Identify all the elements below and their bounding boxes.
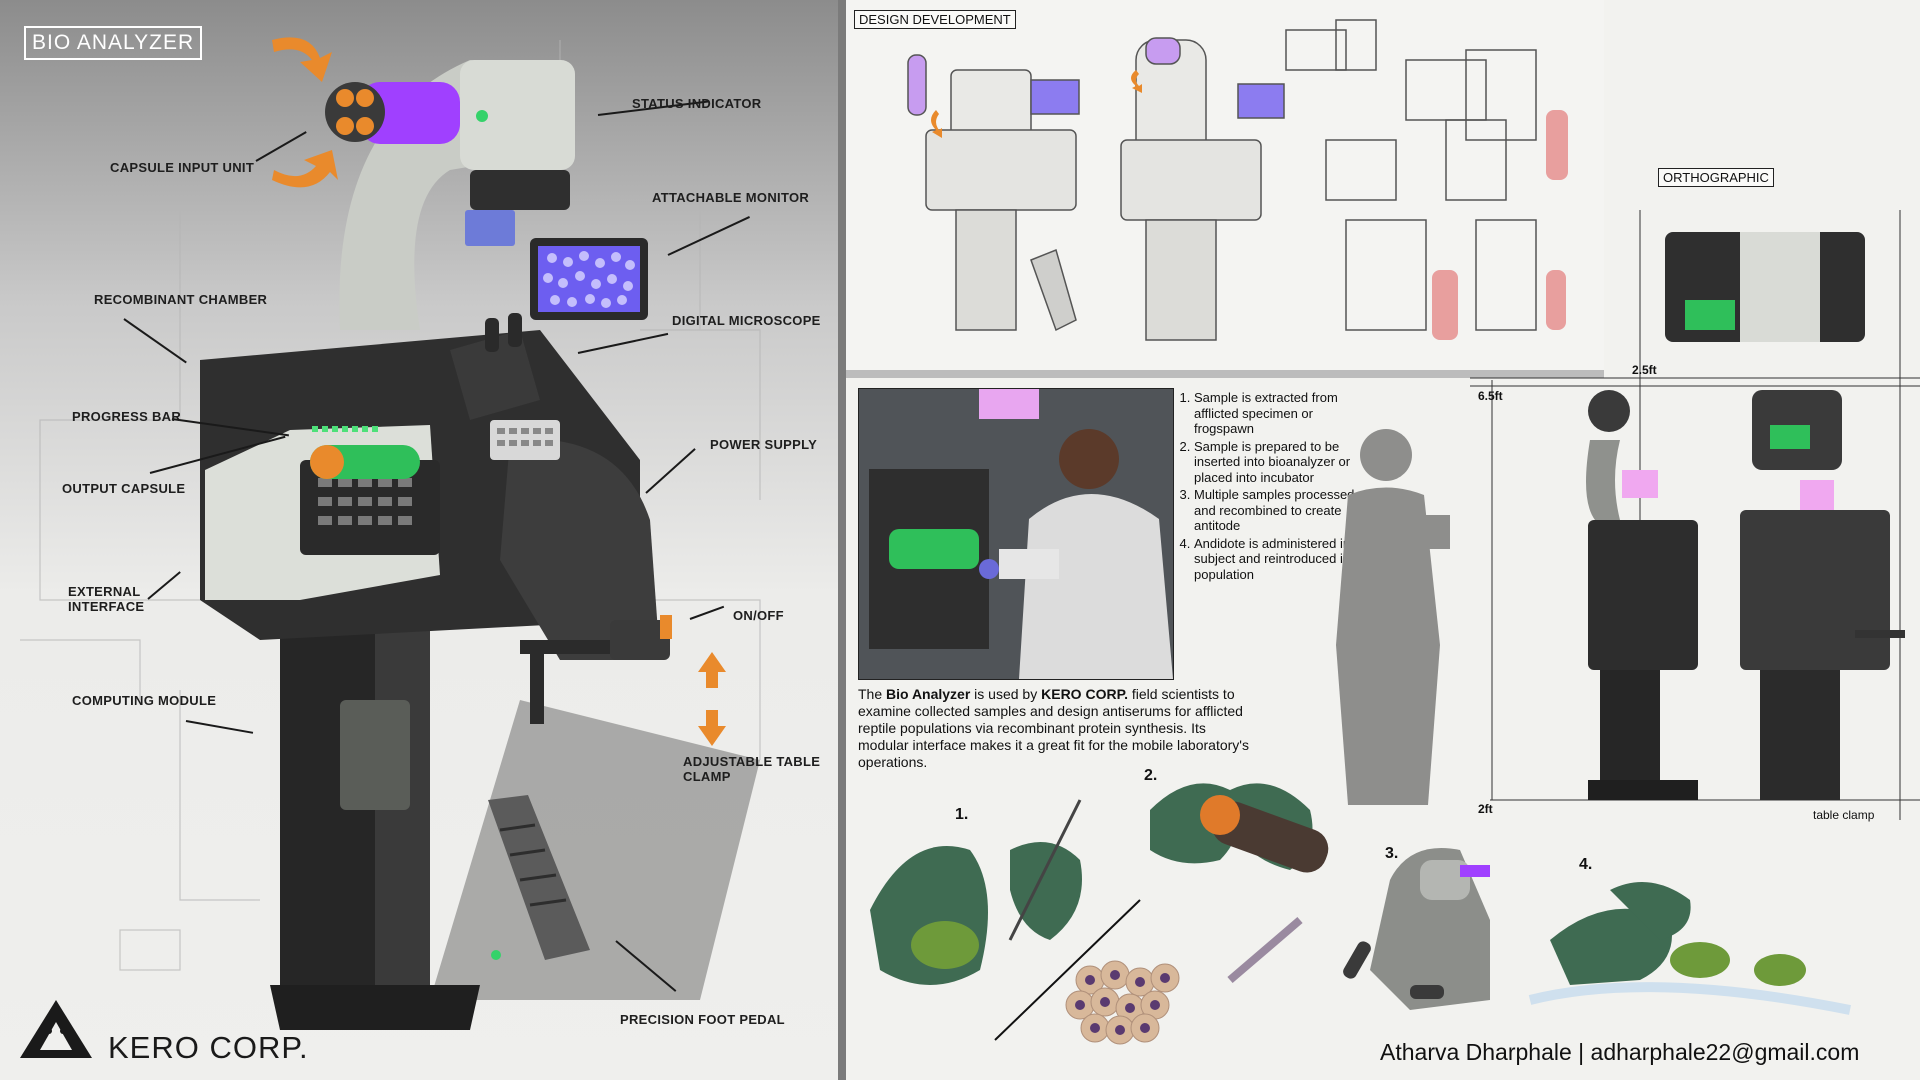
small-screen <box>465 210 515 246</box>
capsule-2 <box>1211 801 1329 873</box>
step-1: Sample is extracted from afflicted speci… <box>1194 390 1364 437</box>
label-digital-microscope: DIGITAL MICROSCOPE <box>672 313 821 328</box>
power-supply <box>500 439 660 660</box>
label-precision-foot-pedal: PRECISION FOOT PEDAL <box>620 1012 785 1027</box>
label-attachable-monitor: ATTACHABLE MONITOR <box>652 190 810 205</box>
step-2: Sample is prepared to be inserted into b… <box>1194 439 1364 486</box>
process-steps: Sample is extracted from afflicted speci… <box>1166 390 1364 584</box>
panel-divider <box>838 0 846 1080</box>
progress-bar-leds <box>312 426 378 432</box>
gloved-hand-4 <box>1550 908 1672 985</box>
label-status-indicator: STATUS INDICATOR <box>632 96 762 111</box>
caption-text-1: The <box>858 686 887 702</box>
label-progress-bar: PROGRESS BAR <box>72 409 182 424</box>
step-number-3: 3. <box>1385 845 1399 862</box>
design-development-title: DESIGN DEVELOPMENT <box>854 10 1016 29</box>
label-computing-module: COMPUTING MODULE <box>72 693 217 708</box>
label-capsule-input-unit: CAPSULE INPUT UNIT <box>110 160 255 175</box>
label-output-capsule: OUTPUT CAPSULE <box>62 481 186 496</box>
rotate-arrow-icon-bottom <box>272 150 338 188</box>
dim-6-5ft: 6.5ft <box>1478 389 1503 403</box>
design-development-panel: DESIGN DEVELOPMENT <box>846 0 1604 370</box>
step-number-1: 1. <box>955 806 969 823</box>
up-down-arrow-icon <box>698 652 726 746</box>
machine-shadow <box>430 700 760 1000</box>
frog-1 <box>911 921 979 969</box>
caption-bold-1: Bio Analyzer <box>886 686 971 702</box>
orthographic-views <box>1470 210 1920 820</box>
capsule-input-purple <box>360 82 460 144</box>
label-external-interface: EXTERNAL INTERFACE <box>68 584 145 614</box>
power-light <box>491 950 501 960</box>
design-sketches <box>907 19 1568 341</box>
label-on-off: ON/OFF <box>733 608 784 623</box>
process-illustrations <box>870 783 1851 1045</box>
human-silhouette <box>1336 429 1450 805</box>
kero-logo-icon <box>20 1000 92 1058</box>
page-title: BIO ANALYZER <box>24 26 203 60</box>
label-recombinant-chamber: RECOMBINANT CHAMBER <box>94 292 268 307</box>
bio-analyzer-illustration <box>20 37 760 1058</box>
hero-panel: BIO ANALYZER <box>0 0 838 1080</box>
label-adjustable-table-clamp: ADJUSTABLE TABLE CLAMP <box>683 754 821 784</box>
step-3: Multiple samples processed and recombine… <box>1194 487 1364 534</box>
horizontal-divider <box>846 370 1604 378</box>
syringe <box>1227 916 1303 984</box>
brand-name: KERO CORP. <box>108 1030 309 1065</box>
scientist-photo <box>858 388 1174 680</box>
dim-2ft: 2ft <box>1478 802 1493 816</box>
table-clamp <box>520 640 630 654</box>
artist-credit: Atharva Dharphale | adharphale22@gmail.c… <box>1380 1039 1860 1065</box>
orthographic-title: ORTHOGRAPHIC <box>1658 168 1774 187</box>
caption-text-2: is used by <box>970 686 1042 702</box>
step-number-2: 2. <box>1144 767 1158 784</box>
step-4: Andidote is administered into subject an… <box>1194 536 1364 583</box>
frog-4 <box>1670 942 1730 978</box>
dim-2-5ft: 2.5ft <box>1632 363 1657 377</box>
digital-microscope <box>450 330 540 420</box>
dim-table-clamp: table clamp <box>1813 808 1875 822</box>
rotate-arrow-icon-top <box>272 37 332 82</box>
description-caption: The Bio Analyzer is used by KERO CORP. f… <box>858 686 1258 771</box>
status-indicator-light <box>476 110 488 122</box>
caption-text-3: field scientists to examine collected sa… <box>858 686 1249 770</box>
caption-bold-2: KERO CORP. <box>1041 686 1128 702</box>
step-number-4: 4. <box>1579 856 1593 873</box>
ortho-side-view <box>1588 390 1630 432</box>
label-power-supply: POWER SUPPLY <box>710 437 818 452</box>
